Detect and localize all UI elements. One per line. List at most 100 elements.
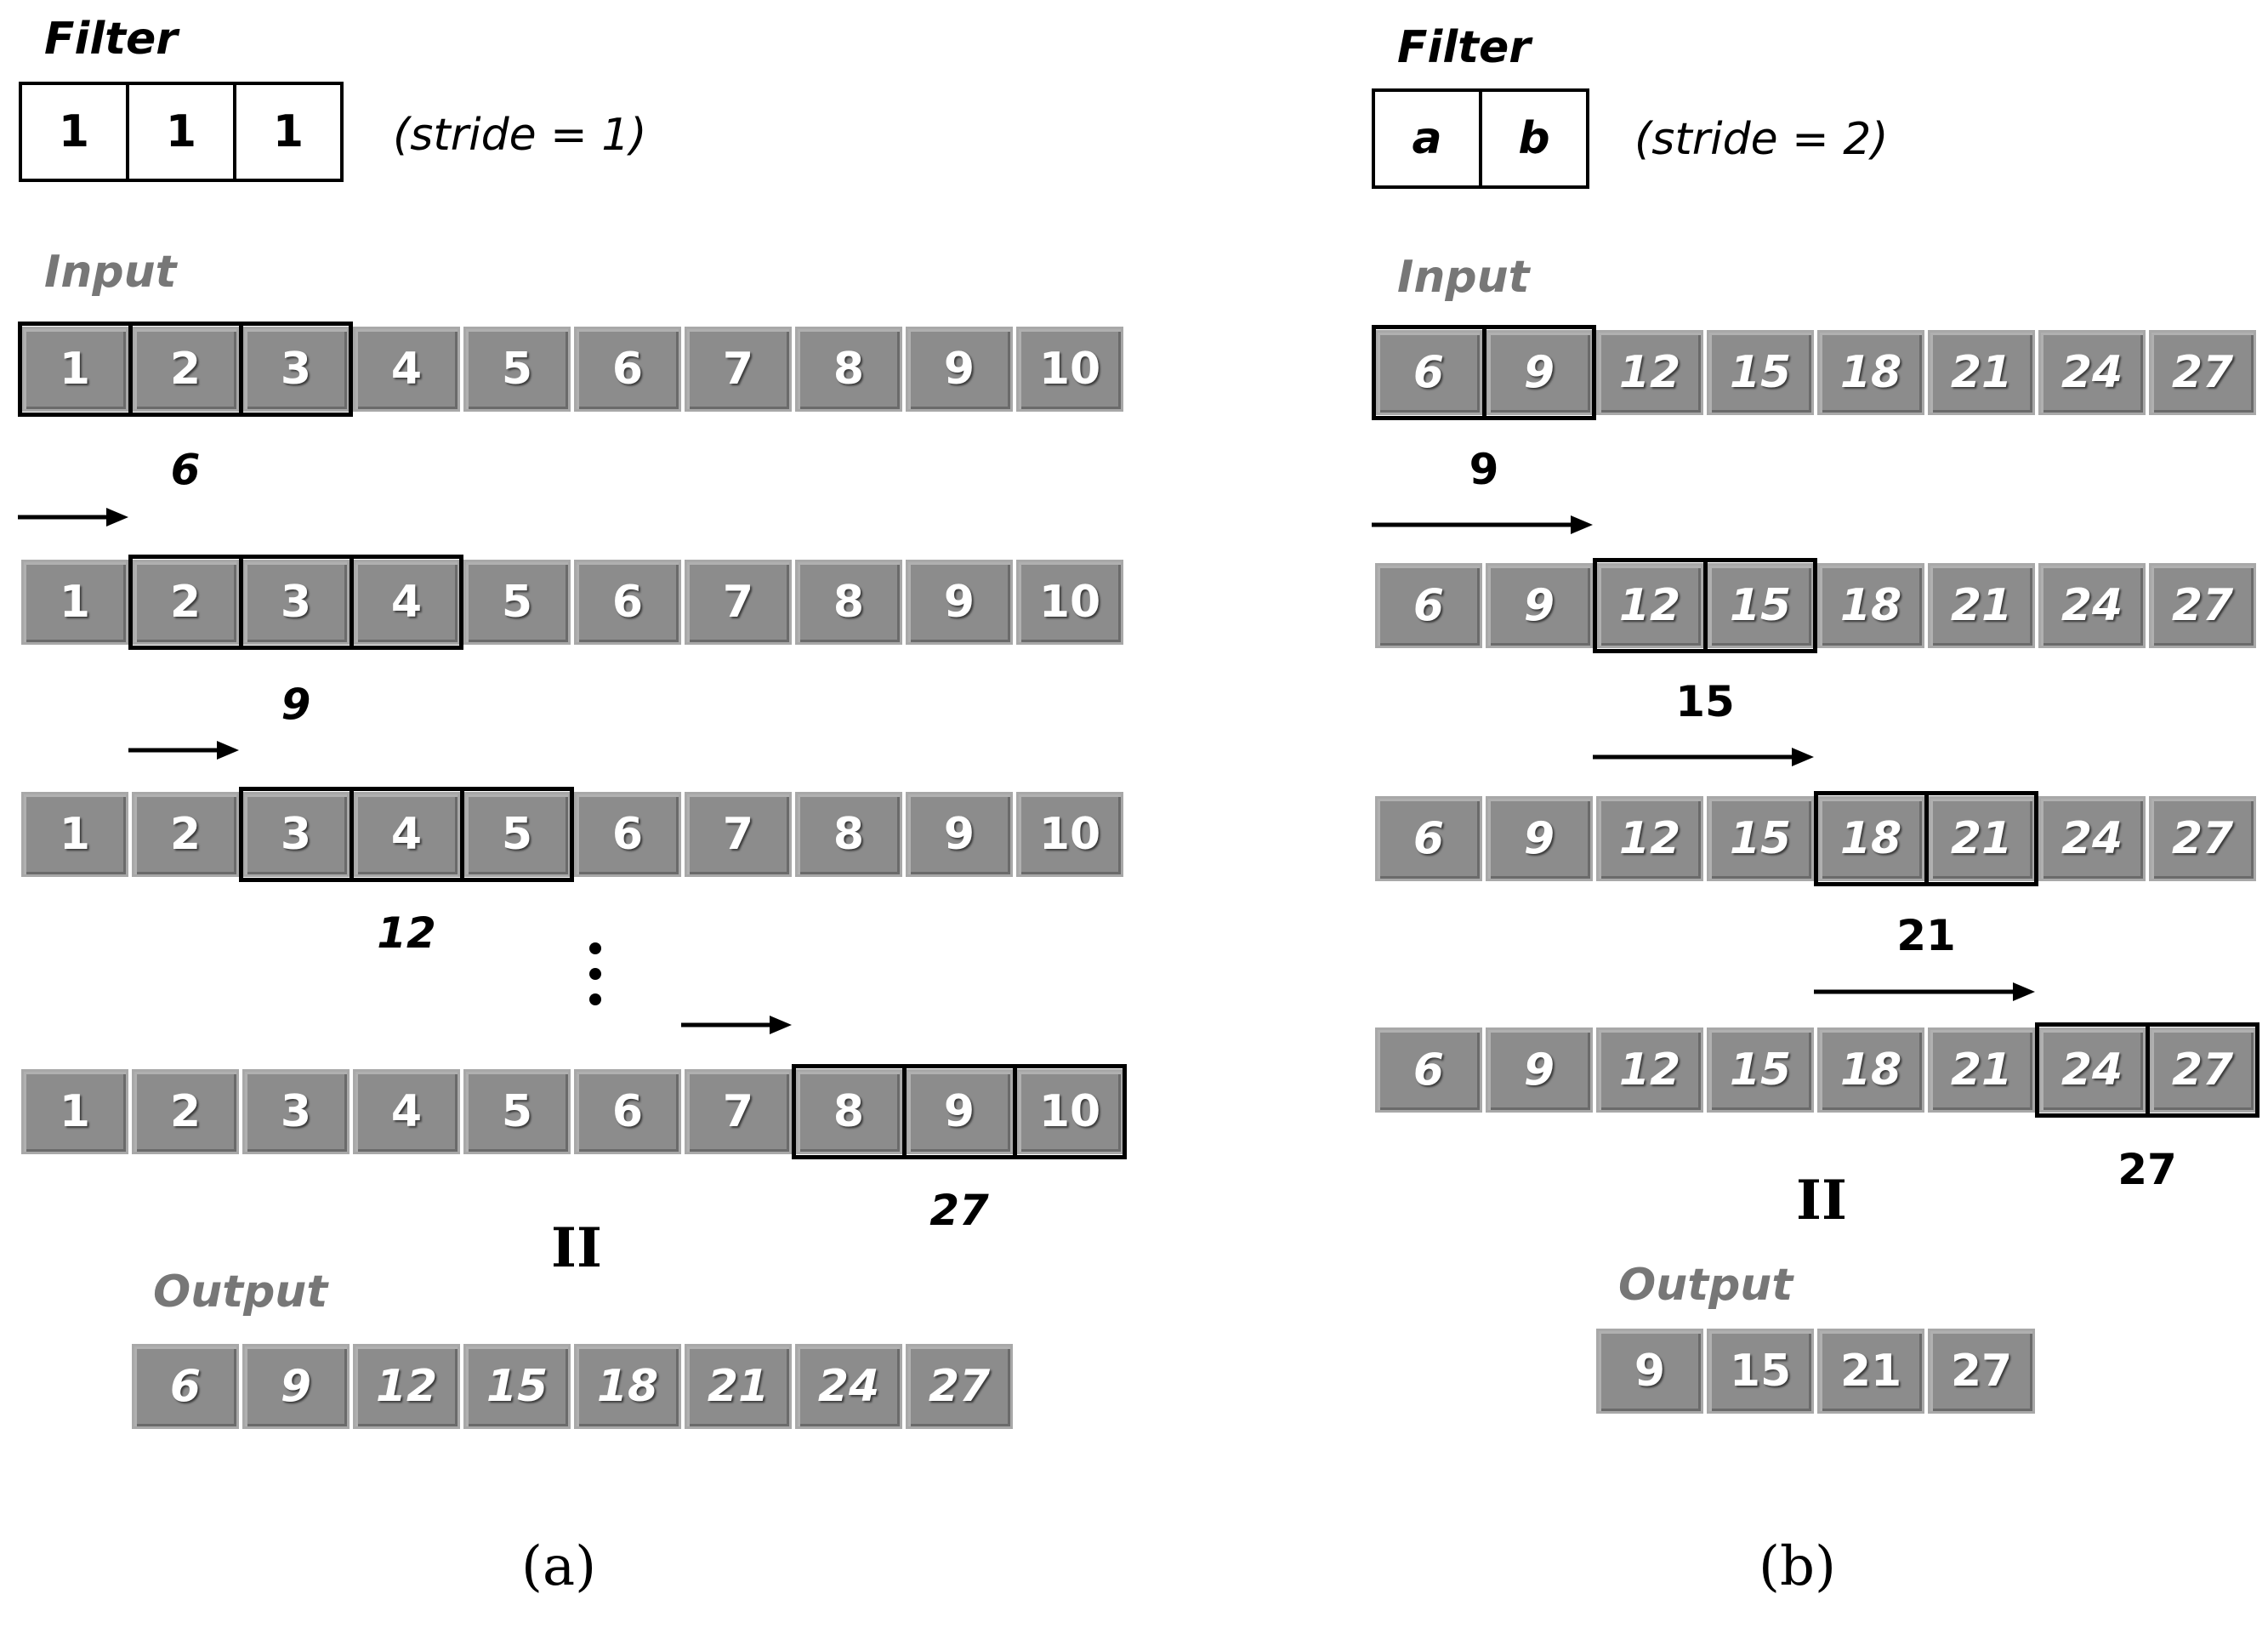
- panel-a-input-cell: 10: [1016, 1069, 1123, 1154]
- panel-a-filter-label: Filter: [44, 14, 178, 65]
- panel-a-input-cell: 10: [1016, 327, 1123, 412]
- panel-a-input-cell: 1: [21, 560, 128, 645]
- arrow-head: [217, 741, 239, 760]
- panel-b-input-cell: 6: [1375, 1027, 1482, 1113]
- panel-a-input-cell: 2: [132, 1069, 239, 1154]
- panel-a-input-cell: 7: [685, 327, 792, 412]
- panel-b-stride-text: (stride = 2): [1634, 114, 1889, 165]
- panel-a-input-cell: 8: [795, 327, 902, 412]
- panel-a-output-cell: 9: [242, 1344, 350, 1429]
- panel-b-input-cell: 27: [2149, 330, 2256, 415]
- panel-a-input-cell: 3: [242, 560, 350, 645]
- panel-a-ellipsis-dot: [589, 942, 601, 954]
- panel-b-input-cell: 24: [2038, 330, 2146, 415]
- panel-a-input-cell: 3: [242, 792, 350, 877]
- panel-b-input-cell: 24: [2038, 796, 2146, 881]
- panel-b-input-cell: 12: [1596, 1027, 1703, 1113]
- panel-a-input-cell: 5: [463, 560, 571, 645]
- panel-a-ellipsis-dot: [589, 993, 601, 1005]
- panel-b-input-cell: 18: [1817, 563, 1924, 648]
- panel-a-input-label: Input: [44, 247, 177, 298]
- panel-b-output-cell: 21: [1817, 1329, 1924, 1414]
- panel-b-input-cell: 9: [1486, 796, 1593, 881]
- panel-b-input-cell: 6: [1375, 796, 1482, 881]
- panel-a-output-cell: 18: [574, 1344, 681, 1429]
- panel-a-input-cell: 4: [353, 327, 460, 412]
- panel-b-input-cell: 9: [1486, 563, 1593, 648]
- panel-a-filter-cell: 1: [19, 82, 129, 182]
- panel-b-step-arrow: [1814, 982, 2035, 1001]
- arrow-head: [1792, 748, 1814, 766]
- arrow-head: [2013, 982, 2035, 1001]
- panel-b-input-cell: 12: [1596, 563, 1703, 648]
- panel-a-filter-cell: 1: [233, 82, 344, 182]
- panel-a-input-cell: 9: [906, 560, 1013, 645]
- panel-a-input-cell: 3: [242, 327, 350, 412]
- panel-b-output-label: Output: [1618, 1260, 1793, 1311]
- panel-a-step-arrow: [18, 508, 128, 527]
- panel-a-input-cell: 1: [21, 792, 128, 877]
- panel-a-input-cell: 2: [132, 327, 239, 412]
- panel-b-input-cell: 9: [1486, 1027, 1593, 1113]
- panel-a-step-arrow: [681, 1016, 792, 1034]
- panel-a-input-cell: 7: [685, 1069, 792, 1154]
- panel-b-output-cell: 9: [1596, 1329, 1703, 1414]
- arrow-head: [1571, 515, 1593, 534]
- panel-a-input-cell: 7: [685, 560, 792, 645]
- panel-a-input-cell: 2: [132, 792, 239, 877]
- panel-a-output-label: Output: [153, 1267, 328, 1318]
- panel-b-step-arrow: [1372, 515, 1593, 534]
- panel-b-input-label: Input: [1397, 252, 1530, 303]
- panel-a-output-cell: 15: [463, 1344, 571, 1429]
- panel-b-input-cell: 18: [1817, 796, 1924, 881]
- panel-a-input-cell: 5: [463, 327, 571, 412]
- panel-a-input-cell: 5: [463, 1069, 571, 1154]
- panel-b-input-cell: 21: [1928, 1027, 2035, 1113]
- arrow-head: [770, 1016, 792, 1034]
- panel-a-equals-sign: II: [551, 1216, 602, 1280]
- panel-b-input-cell: 9: [1486, 330, 1593, 415]
- panel-b-filter-cell: a: [1372, 88, 1482, 189]
- panel-a-input-cell: 3: [242, 1069, 350, 1154]
- panel-a-input-cell: 10: [1016, 560, 1123, 645]
- panel-b-input-cell: 18: [1817, 330, 1924, 415]
- panel-b-input-cell: 15: [1707, 1027, 1814, 1113]
- panel-b-step-result: 21: [1896, 911, 1956, 960]
- panel-b-step-result: 27: [2117, 1145, 2177, 1194]
- panel-b-input-cell: 21: [1928, 563, 2035, 648]
- panel-a-input-cell: 6: [574, 560, 681, 645]
- panel-b-input-cell: 12: [1596, 796, 1703, 881]
- panel-a-output-cell: 6: [132, 1344, 239, 1429]
- panel-b-step-result: 9: [1469, 445, 1499, 494]
- panel-a-filter-cell: 1: [126, 82, 236, 182]
- panel-a-input-cell: 9: [906, 1069, 1013, 1154]
- panel-a-input-cell: 6: [574, 327, 681, 412]
- panel-a-input-cell: 6: [574, 1069, 681, 1154]
- panel-a-input-cell: 8: [795, 1069, 902, 1154]
- panel-b-input-cell: 21: [1928, 330, 2035, 415]
- panel-a-input-cell: 6: [574, 792, 681, 877]
- panel-b-input-cell: 18: [1817, 1027, 1924, 1113]
- panel-a-input-cell: 4: [353, 1069, 460, 1154]
- panel-b-step-arrow: [1593, 748, 1814, 766]
- panel-b-input-cell: 12: [1596, 330, 1703, 415]
- panel-a-input-cell: 5: [463, 792, 571, 877]
- panel-a-input-cell: 9: [906, 792, 1013, 877]
- panel-a-output-cell: 24: [795, 1344, 902, 1429]
- panel-b-input-cell: 24: [2038, 563, 2146, 648]
- panel-b-input-cell: 15: [1707, 796, 1814, 881]
- panel-b-input-cell: 21: [1928, 796, 2035, 881]
- panel-b-caption: (b): [1759, 1535, 1836, 1598]
- panel-b-input-cell: 15: [1707, 563, 1814, 648]
- panel-a-input-cell: 9: [906, 327, 1013, 412]
- panel-a-output-cell: 21: [685, 1344, 792, 1429]
- panel-b-output-cell: 15: [1707, 1329, 1814, 1414]
- panel-b-equals-sign: II: [1796, 1169, 1847, 1232]
- panel-a-input-cell: 10: [1016, 792, 1123, 877]
- panel-b-input-cell: 15: [1707, 330, 1814, 415]
- panel-b-input-cell: 27: [2149, 563, 2256, 648]
- panel-a-input-cell: 4: [353, 560, 460, 645]
- panel-a-step-result: 12: [377, 908, 436, 958]
- panel-b-input-cell: 27: [2149, 1027, 2256, 1113]
